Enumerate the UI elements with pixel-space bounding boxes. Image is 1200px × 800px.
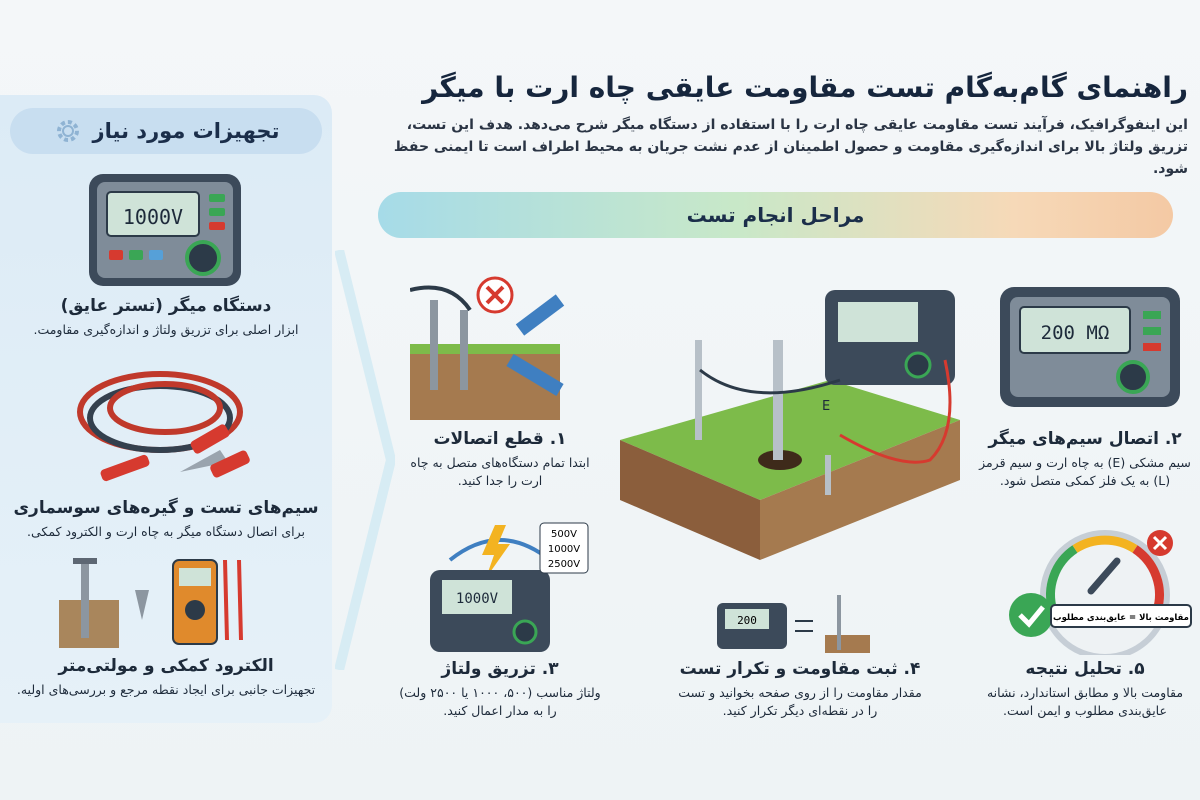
- terminal-label: E: [822, 399, 830, 414]
- steps-heading: مراحل انجام تست: [686, 203, 865, 227]
- step-desc: ابتدا تمام دستگاه‌های متصل به چاه ارت را…: [410, 455, 590, 488]
- step-desc: مقدار مقاومت را از روی صفحه بخوانید و تس…: [678, 685, 922, 718]
- chevron-arrow-icon: [335, 250, 395, 670]
- voltage-option: 1000V: [548, 544, 580, 555]
- swap-arrows-icon: [795, 620, 813, 632]
- step-4: ۴. ثبت مقاومت و تکرار تست مقدار مقاومت ر…: [675, 658, 925, 720]
- step-title: ۴. ثبت مقاومت و تکرار تست: [679, 659, 921, 679]
- equipment-heading-text: تجهیزات مورد نیاز: [92, 119, 280, 143]
- earth-well-illustration: E: [620, 290, 960, 560]
- equipment-title: دستگاه میگر (تستر عایق): [60, 296, 272, 316]
- page-title: راهنمای گام‌به‌گام تست مقاومت عایقی چاه …: [422, 71, 1188, 104]
- test-leads-illustration: [77, 371, 250, 482]
- voltage-option: 500V: [551, 529, 577, 540]
- steps-banner: مراحل انجام تست: [378, 192, 1173, 238]
- equipment-desc: برای اتصال دستگاه میگر به چاه ارت و الکت…: [27, 524, 305, 539]
- step-3: ۳. تزریق ولتاژ ولتاژ مناسب (۵۰۰، ۱۰۰۰ یا…: [395, 658, 605, 720]
- lightning-icon: [482, 525, 510, 578]
- equipment-title: سیم‌های تست و گیره‌های سوسماری: [13, 498, 319, 518]
- step-desc: سیم مشکی (E) به چاه ارت و سیم قرمز (L) ب…: [979, 455, 1191, 488]
- step-title: ۲. اتصال سیم‌های میگر: [988, 429, 1182, 449]
- equipment-desc: تجهیزات جانبی برای ایجاد نقطه مرجع و برر…: [16, 682, 316, 697]
- voltage-option: 2500V: [548, 559, 580, 570]
- gear-icon: [56, 120, 79, 142]
- electrode-multimeter-illustration: [59, 558, 243, 648]
- equipment-item: الکترود کمکی و مولتی‌متر تجهیزات جانبی ب…: [0, 655, 332, 698]
- equipment-desc: ابزار اصلی برای تزریق ولتاژ و اندازه‌گیر…: [33, 322, 299, 337]
- equipment-item: سیم‌های تست و گیره‌های سوسماری برای اتصا…: [0, 497, 332, 540]
- intro-text: این اینفوگرافیک، فرآیند تست مقاومت عایقی…: [393, 117, 1188, 177]
- step-title: ۵. تحلیل نتیجه: [1025, 659, 1145, 679]
- megger-display: 200 MΩ: [1041, 322, 1110, 344]
- result-gauge-illustration: مقاومت بالا = عایق‌بندی مطلوب: [1009, 530, 1192, 655]
- checkmark-icon: [1009, 593, 1053, 637]
- megger-display: 200: [737, 614, 757, 627]
- record-repeat-illustration: 200: [717, 595, 870, 653]
- step-title: ۱. قطع اتصالات: [433, 429, 567, 449]
- disconnect-illustration: [410, 276, 565, 420]
- megger-display: 1000V: [123, 205, 183, 229]
- step-2: ۲. اتصال سیم‌های میگر سیم مشکی (E) به چا…: [975, 428, 1195, 490]
- step-5: ۵. تحلیل نتیجه مقاومت بالا و مطابق استان…: [975, 658, 1195, 720]
- megger-device-illustration: 1000V: [89, 174, 241, 286]
- equipment-item: دستگاه میگر (تستر عایق) ابزار اصلی برای …: [0, 295, 332, 338]
- header: راهنمای گام‌به‌گام تست مقاومت عایقی چاه …: [378, 70, 1188, 238]
- megger-display: 1000V: [456, 591, 499, 607]
- step-title: ۳. تزریق ولتاژ: [441, 659, 559, 679]
- gauge-label: مقاومت بالا = عایق‌بندی مطلوب: [1053, 613, 1189, 623]
- voltage-injection-illustration: 1000V 500V 1000V 2500V: [430, 522, 589, 652]
- megger-reading-illustration: 200 MΩ: [1000, 287, 1180, 407]
- equipment-heading: تجهیزات مورد نیاز: [10, 108, 322, 154]
- equipment-title: الکترود کمکی و مولتی‌متر: [58, 656, 274, 676]
- step-desc: ولتاژ مناسب (۵۰۰، ۱۰۰۰ یا ۲۵۰۰ ولت) را ب…: [399, 685, 601, 718]
- step-desc: مقاومت بالا و مطابق استاندارد، نشانه عای…: [986, 685, 1184, 718]
- step-1: ۱. قطع اتصالات ابتدا تمام دستگاه‌های متص…: [400, 428, 600, 490]
